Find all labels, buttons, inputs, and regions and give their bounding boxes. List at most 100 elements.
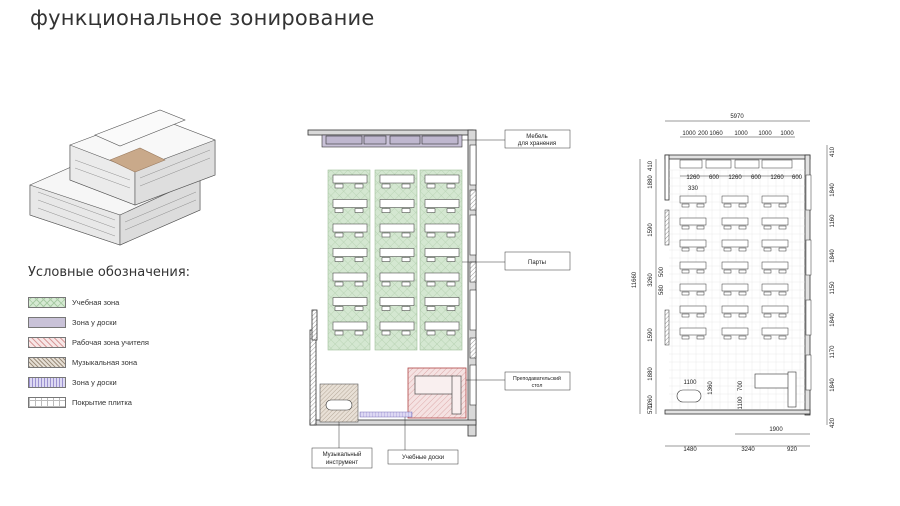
dim-desk-row: 1260 bbox=[728, 175, 742, 181]
chair bbox=[446, 183, 456, 189]
chair bbox=[401, 281, 411, 287]
chair bbox=[334, 330, 344, 336]
desk bbox=[379, 199, 415, 208]
callout-desks: Парты bbox=[528, 260, 546, 266]
chair bbox=[681, 225, 690, 230]
desk bbox=[332, 223, 368, 233]
dim-right-segment: 1840 bbox=[830, 183, 836, 197]
desk bbox=[679, 217, 707, 226]
dim-desk-row: 600 bbox=[792, 175, 803, 181]
chair bbox=[334, 281, 344, 287]
chair bbox=[778, 225, 787, 230]
chair bbox=[381, 306, 391, 311]
desk bbox=[721, 261, 749, 270]
chair bbox=[696, 335, 705, 340]
chair bbox=[723, 291, 732, 296]
dim-bottom-segment: 920 bbox=[787, 447, 798, 453]
chair bbox=[778, 291, 787, 296]
legend-swatch bbox=[28, 316, 66, 328]
desk bbox=[679, 283, 707, 292]
dim-left-segment: 3260 bbox=[648, 273, 654, 287]
desk bbox=[761, 261, 789, 270]
chair bbox=[354, 281, 364, 287]
desk bbox=[761, 217, 789, 226]
dim-top-segment: 1000 bbox=[682, 131, 696, 137]
desk bbox=[424, 223, 460, 233]
desk bbox=[424, 272, 460, 282]
chair bbox=[738, 313, 747, 318]
dim-left-segment: 1260 bbox=[648, 395, 654, 409]
desk bbox=[379, 321, 415, 331]
desk bbox=[424, 297, 460, 306]
chair bbox=[426, 183, 436, 189]
desk bbox=[721, 283, 749, 292]
chair bbox=[334, 257, 344, 262]
legend: Учебная зона Зона у доски Рабочая зона у… bbox=[28, 292, 248, 412]
legend-label: Зона у доски bbox=[72, 317, 117, 327]
chair bbox=[426, 208, 436, 213]
chair bbox=[401, 306, 411, 311]
chair bbox=[696, 247, 705, 252]
dim-right-segment: 1160 bbox=[830, 214, 836, 228]
legend-swatch bbox=[28, 376, 66, 388]
desk bbox=[761, 283, 789, 292]
legend-label: Музыкальная зона bbox=[72, 357, 138, 367]
desk bbox=[721, 305, 749, 314]
desk bbox=[332, 174, 368, 184]
chair bbox=[426, 330, 436, 336]
desk bbox=[679, 327, 707, 336]
chair bbox=[401, 183, 411, 189]
desk bbox=[721, 239, 749, 248]
chair bbox=[334, 232, 344, 238]
callout-boards: Учебные доски bbox=[402, 455, 444, 461]
desk bbox=[761, 305, 789, 314]
dim-left-segment: 1590 bbox=[648, 328, 654, 342]
chair bbox=[334, 208, 344, 213]
chair bbox=[446, 257, 456, 262]
chair bbox=[446, 232, 456, 238]
chair bbox=[681, 203, 690, 208]
dim-left-segment: 1590 bbox=[648, 223, 654, 237]
chair bbox=[446, 330, 456, 336]
walls bbox=[307, 129, 477, 437]
desk bbox=[424, 174, 460, 184]
desk bbox=[332, 321, 368, 331]
chair bbox=[723, 269, 732, 274]
dim-left-total: 11660 bbox=[632, 271, 638, 288]
desk bbox=[721, 327, 749, 336]
chair bbox=[738, 247, 747, 252]
desk bbox=[332, 199, 368, 208]
desk bbox=[761, 327, 789, 336]
chair bbox=[681, 335, 690, 340]
chair bbox=[778, 203, 787, 208]
dim-top-segment: 1060 bbox=[709, 131, 723, 137]
desk bbox=[424, 199, 460, 208]
legend-title: Условные обозначения: bbox=[28, 265, 191, 280]
dim-desk-row: 600 bbox=[709, 175, 720, 181]
legend-swatch bbox=[28, 396, 66, 408]
dim-bottom-segment: 3240 bbox=[741, 447, 755, 453]
chair bbox=[681, 291, 690, 296]
chair bbox=[401, 330, 411, 336]
dim-left-segment: 1880 bbox=[648, 175, 654, 189]
desk bbox=[379, 297, 415, 306]
page-title: функциональное зонирование bbox=[30, 6, 375, 30]
chair bbox=[381, 208, 391, 213]
dim-right-segment: 420 bbox=[830, 417, 836, 428]
chair bbox=[763, 291, 772, 296]
chair bbox=[334, 183, 344, 189]
legend-item-study-zone: Учебная зона bbox=[28, 292, 248, 312]
legend-label: Учебная зона bbox=[72, 297, 120, 307]
dim-bottom-row1: 1900 bbox=[769, 427, 783, 433]
chair bbox=[738, 225, 747, 230]
chair bbox=[381, 183, 391, 189]
chair bbox=[696, 291, 705, 296]
chair bbox=[738, 203, 747, 208]
legend-swatch bbox=[28, 356, 66, 368]
desks bbox=[332, 174, 460, 336]
chair bbox=[354, 306, 364, 311]
chair bbox=[778, 269, 787, 274]
chair bbox=[778, 313, 787, 318]
chair bbox=[681, 269, 690, 274]
